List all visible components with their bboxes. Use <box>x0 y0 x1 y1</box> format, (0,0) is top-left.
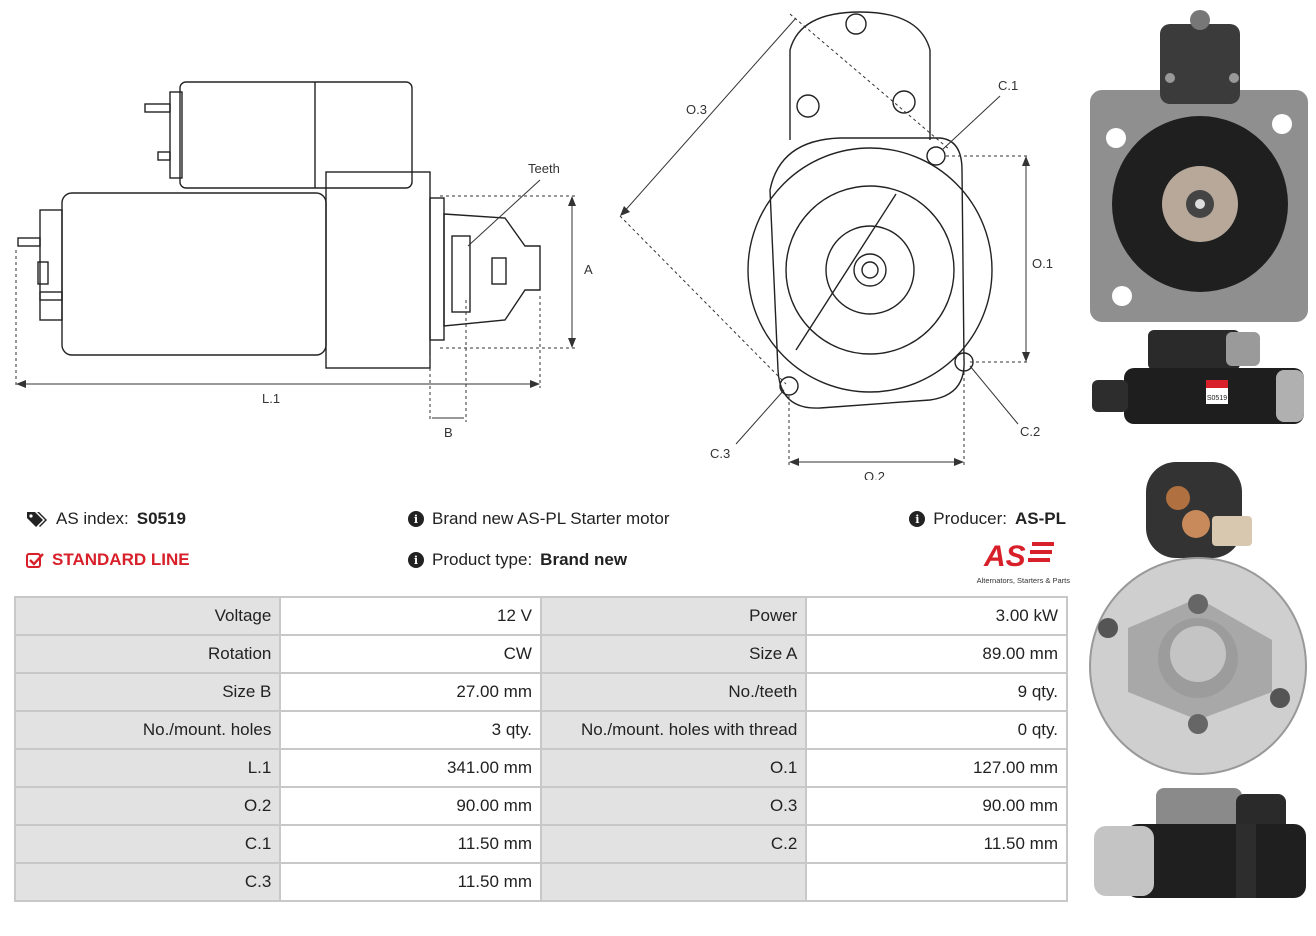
spec-label <box>541 864 806 900</box>
spec-label: Size B <box>16 674 280 710</box>
info-icon: i <box>909 511 926 527</box>
spec-label: C.2 <box>541 826 806 862</box>
spec-label: Rotation <box>16 636 280 672</box>
spec-value: 9 qty. <box>807 674 1066 710</box>
spec-value: 341.00 mm <box>281 750 540 786</box>
spec-label: Size A <box>541 636 806 672</box>
product-type-info: i Product type: Brand new <box>408 550 627 570</box>
photo-label: S0519 <box>1207 395 1227 402</box>
info-icon: i <box>408 511 424 527</box>
spec-value: 90.00 mm <box>807 788 1066 824</box>
spec-value: 127.00 mm <box>807 750 1066 786</box>
info-icon: i <box>408 552 424 568</box>
spec-value: 27.00 mm <box>281 674 540 710</box>
teeth-label: Teeth <box>528 161 560 176</box>
standard-line-info: STANDARD LINE <box>26 550 190 570</box>
spec-label: L.1 <box>16 750 280 786</box>
photo-side-view-2 <box>1094 788 1306 898</box>
spec-value <box>807 864 1066 900</box>
spec-label: O.1 <box>541 750 806 786</box>
spec-label: No./mount. holes <box>16 712 280 748</box>
description-info: i Brand new AS-PL Starter motor <box>408 509 669 529</box>
spec-label: Power <box>541 598 806 634</box>
tags-icon <box>27 512 47 527</box>
spec-value: 0 qty. <box>807 712 1066 748</box>
dimension-o3-label: O.3 <box>686 102 707 117</box>
spec-label: C.3 <box>16 864 280 900</box>
brand-logo: AS Alternators, Starters & Parts <box>964 538 1070 585</box>
as-index-value: S0519 <box>136 509 186 528</box>
spec-value: 11.50 mm <box>281 864 540 900</box>
spec-value: 3.00 kW <box>807 598 1066 634</box>
photo-commutator-end-view <box>1089 462 1307 775</box>
as-index-label: AS index: <box>56 509 129 528</box>
dimension-o2-label: O.2 <box>864 469 885 480</box>
spec-value: 12 V <box>281 598 540 634</box>
logo-tagline: Alternators, Starters & Parts <box>976 576 1070 585</box>
as-index-info: AS index: S0519 <box>26 509 186 529</box>
side-view-drawing: Teeth A B L.1 <box>15 81 593 440</box>
spec-value: 89.00 mm <box>807 636 1066 672</box>
producer-label: Producer: <box>933 509 1007 528</box>
producer-info: i Producer: AS-PL <box>909 509 1066 529</box>
dimension-l1-label: L.1 <box>262 391 280 406</box>
spec-value: 90.00 mm <box>281 788 540 824</box>
photo-side-view-1: S0519 <box>1092 330 1304 424</box>
photo-drive-end-view <box>1090 10 1308 322</box>
producer-value: AS-PL <box>1015 509 1066 528</box>
checkbox-checked-icon <box>26 553 44 568</box>
dimension-c2-label: C.2 <box>1020 424 1040 439</box>
dimension-c1-label: C.1 <box>998 78 1018 93</box>
spec-label: O.3 <box>541 788 806 824</box>
standard-line-label: STANDARD LINE <box>52 550 190 569</box>
product-type-label: Product type: <box>432 550 533 569</box>
spec-label: Voltage <box>16 598 280 634</box>
spec-value: 11.50 mm <box>807 826 1066 862</box>
front-view-drawing: O.3 C.1 O.1 C.2 C.3 O.2 <box>619 11 1053 480</box>
spec-label: C.1 <box>16 826 280 862</box>
logo-mark-text: AS <box>983 540 1026 570</box>
spec-label: No./teeth <box>541 674 806 710</box>
dimension-a-label: A <box>584 262 593 277</box>
spec-label: O.2 <box>16 788 280 824</box>
description-text: Brand new AS-PL Starter motor <box>432 509 670 528</box>
dimension-c3-label: C.3 <box>710 446 730 461</box>
spec-label: No./mount. holes with thread <box>541 712 806 748</box>
dimension-o1-label: O.1 <box>1032 256 1053 271</box>
spec-value: 11.50 mm <box>281 826 540 862</box>
as-logo-mark: AS <box>983 540 1054 573</box>
spec-value: 3 qty. <box>281 712 540 748</box>
dimension-b-label: B <box>444 425 453 440</box>
product-type-value: Brand new <box>540 550 628 569</box>
spec-value: CW <box>281 636 540 672</box>
